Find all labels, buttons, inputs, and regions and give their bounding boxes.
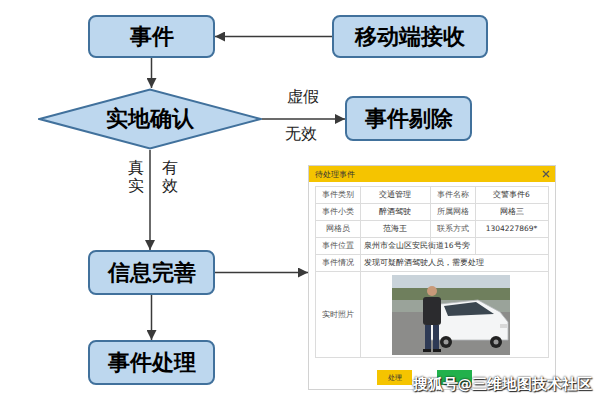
label-text: 1304227869*: [486, 224, 537, 233]
table-cell: 范海王: [360, 220, 430, 237]
connector-arrow: [215, 272, 308, 274]
label-text: 联系方式: [437, 224, 469, 234]
process-box: 事件: [88, 15, 215, 58]
label-text: 无效: [285, 124, 317, 145]
table-cell: 发现可疑醉酒驾驶人员，需要处理: [364, 254, 546, 271]
label-text: 网格员: [326, 224, 350, 234]
table-cell: 泉州市金山区安民街道16号旁: [364, 237, 546, 254]
label-text: 泉州市金山区安民街道16号旁: [364, 241, 470, 251]
table-cell: 1304227869*: [475, 220, 548, 237]
label-text: 事件位置: [322, 241, 354, 251]
branch-label: 虚假: [283, 87, 323, 107]
table-cell: 网格员: [315, 220, 360, 237]
table-cell: 交通管理: [360, 186, 430, 203]
node-text: 移动端接收: [355, 22, 465, 52]
connector-arrow: [215, 36, 332, 38]
watermark: 搜狐号@三维地图技术社区: [396, 373, 592, 395]
table-cell: 实时照片: [315, 271, 360, 358]
edge-label: 真实: [128, 159, 144, 194]
node-text: 实地确认: [106, 104, 194, 134]
label-text: 处理: [388, 373, 402, 383]
table-cell: 事件小类: [315, 203, 360, 220]
label-text: 交警事件6: [493, 190, 530, 200]
label-text: 交通管理: [379, 190, 411, 200]
table-cell: 网格三: [475, 203, 548, 220]
table-cell: 醉酒驾驶: [360, 203, 430, 220]
branch-label: 有效: [161, 157, 179, 197]
table-cell: 事件名称: [430, 186, 475, 203]
node-text: 事件处理: [108, 348, 196, 378]
branch-label: 真实: [127, 157, 145, 197]
table-cell: 交警事件6: [475, 186, 548, 203]
process-box: 移动端接收: [332, 15, 488, 58]
table-cell: 事件类别: [315, 186, 360, 203]
table-cell: 联系方式: [430, 220, 475, 237]
table-cell: 事件情况: [315, 254, 360, 271]
label-text: 网格三: [500, 207, 524, 217]
label-text: 发现可疑醉酒驾驶人员，需要处理: [364, 258, 484, 268]
label-text: 事件情况: [322, 258, 354, 268]
label-text: 范海王: [383, 224, 407, 234]
label-text: 醉酒驾驶: [379, 207, 411, 217]
table-cell: 事件位置: [315, 237, 360, 254]
node-text: 信息完善: [108, 258, 196, 288]
connector-arrow: [151, 295, 153, 340]
label-text: 所属网格: [437, 207, 469, 217]
label-text: 事件类别: [322, 190, 354, 200]
label-text: 事件小类: [322, 207, 354, 217]
process-box: 事件处理: [88, 340, 215, 385]
label-text: 事件名称: [437, 190, 469, 200]
photo: [392, 275, 510, 355]
close-icon: [543, 171, 549, 177]
dialog-title: 待处理事件: [315, 169, 355, 180]
connector-arrow: [149, 150, 151, 250]
edge-label: 虚假: [287, 87, 319, 108]
table-grid: [315, 186, 549, 358]
label-text: 搜狐号@三维地图技术社区: [413, 375, 593, 394]
label-text: 实时照片: [322, 310, 354, 320]
dialog-panel: 待处理事件: [308, 165, 556, 390]
decision-diamond: 实地确认: [38, 88, 262, 150]
label-text: 有效: [162, 159, 178, 194]
process-box: 信息完善: [88, 250, 215, 295]
process-box: 事件剔除: [345, 96, 472, 141]
node-text: 事件: [130, 22, 174, 52]
process-button: [377, 370, 412, 385]
branch-label: 无效: [281, 124, 321, 144]
connector-arrow: [262, 118, 345, 120]
connector-arrow: [151, 58, 153, 88]
table-cell: 所属网格: [430, 203, 475, 220]
diamond-shape: [40, 90, 261, 149]
node-text: 事件剔除: [365, 104, 453, 134]
button-label: 处理: [377, 370, 412, 385]
title-bar: [309, 166, 555, 182]
